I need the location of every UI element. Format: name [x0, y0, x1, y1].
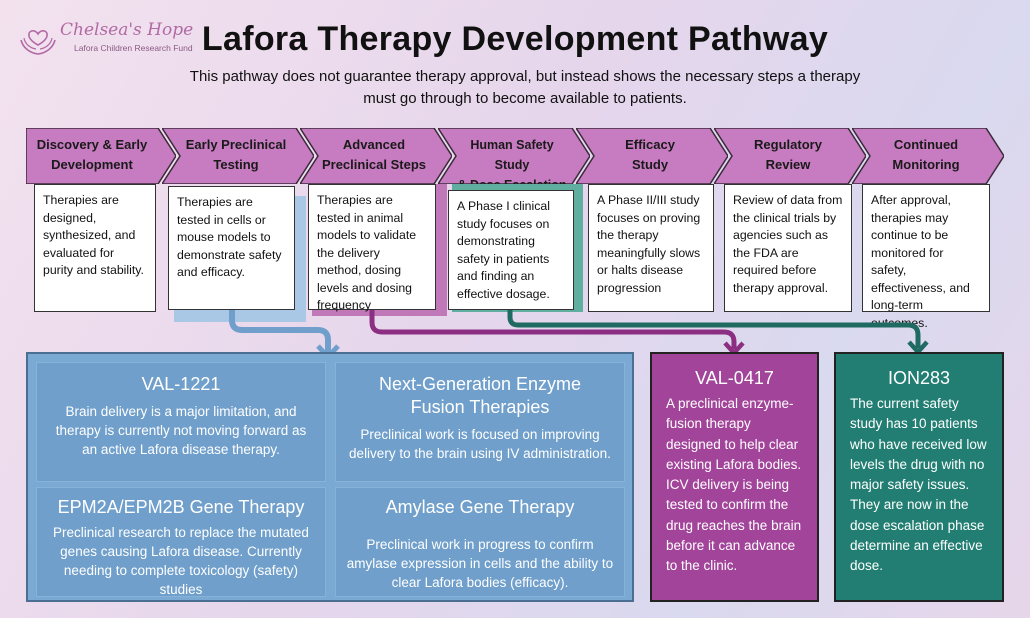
- step-1-description: Therapies are designed, synthesized, and…: [34, 184, 156, 312]
- teal-connector: [507, 310, 921, 348]
- step-7-description: After approval, therapies may continue t…: [862, 184, 990, 330]
- chevron-label-5a: Efficacy: [625, 137, 675, 152]
- preclinical-therapies-panel: VAL-1221 Brain delivery is a major limit…: [26, 352, 634, 602]
- logo-tagline: Lafora Children Research Fund: [74, 43, 193, 53]
- epm2-title: EPM2A/EPM2B Gene Therapy: [57, 497, 305, 517]
- epm2-card: EPM2A/EPM2B Gene Therapy Preclinical res…: [36, 487, 326, 597]
- val0417-text: A preclinical enzyme-fusion therapy desi…: [666, 396, 802, 574]
- chevron-label-3b: Preclinical Steps: [321, 157, 427, 172]
- chevron-label-4a: Human Safety Study: [470, 138, 554, 172]
- step-3-description: Therapies are tested in animal models to…: [308, 184, 436, 312]
- chevron-label-1a: Discovery & Early: [36, 137, 148, 152]
- val1221-text: Brain delivery is a major limitation, an…: [55, 404, 307, 457]
- page-subtitle: This pathway does not guarantee therapy …: [189, 68, 861, 107]
- val1221-title: VAL-1221: [141, 374, 221, 394]
- ion283-text: The current safety study has 10 patients…: [850, 396, 987, 574]
- nextgen-title: Next-Generation Enzyme Fusion Therapies: [378, 374, 582, 417]
- amylase-card: Amylase Gene Therapy Preclinical work in…: [335, 487, 625, 597]
- nextgen-card: Next-Generation Enzyme Fusion Therapies …: [335, 362, 625, 482]
- ion283-panel: ION283 The current safety study has 10 p…: [834, 352, 1004, 602]
- chevron-label-2b: Testing: [213, 157, 259, 172]
- chevron-step-4: Human Safety Study& Dose Escalation: [438, 128, 590, 192]
- step-4-description: A Phase I clinical study focuses on demo…: [448, 190, 574, 310]
- amylase-title: Amylase Gene Therapy: [385, 497, 575, 517]
- heart-hands-icon: [20, 30, 56, 55]
- val1221-card: VAL-1221 Brain delivery is a major limit…: [36, 362, 326, 482]
- step-2-description: Therapies are tested in cells or mouse m…: [168, 186, 295, 310]
- ion283-title: ION283: [887, 368, 951, 388]
- chevron-label-6b: Review: [765, 157, 811, 172]
- page-title: Lafora Therapy Development Pathway: [201, 20, 829, 58]
- epm2-text: Preclinical research to replace the muta…: [53, 525, 309, 597]
- nextgen-text: Preclinical work is focused on improving…: [349, 427, 611, 461]
- teal-arrowhead: [907, 340, 929, 356]
- chevron-label-6a: Regulatory: [754, 137, 822, 152]
- logo: Chelsea's Hope Lafora Children Research …: [18, 18, 198, 60]
- step-6-description: Review of data from the clinical trials …: [724, 184, 852, 312]
- val0417-title: VAL-0417: [695, 368, 774, 388]
- logo-name: Chelsea's Hope: [60, 20, 194, 40]
- step-5-description: A Phase II/III study focuses on proving …: [588, 184, 714, 312]
- chevron-label-3a: Advanced: [342, 137, 406, 152]
- chevron-label-7b: Monitoring: [892, 157, 960, 172]
- chevron-label-7a: Continued: [893, 137, 959, 152]
- chevron-label-1b: Development: [51, 157, 133, 172]
- amylase-text: Preclinical work in progress to confirm …: [346, 537, 614, 590]
- val0417-panel: VAL-0417 A preclinical enzyme-fusion the…: [650, 352, 819, 602]
- chevron-label-2a: Early Preclinical: [185, 137, 287, 152]
- chevron-label-5b: Study: [631, 157, 669, 172]
